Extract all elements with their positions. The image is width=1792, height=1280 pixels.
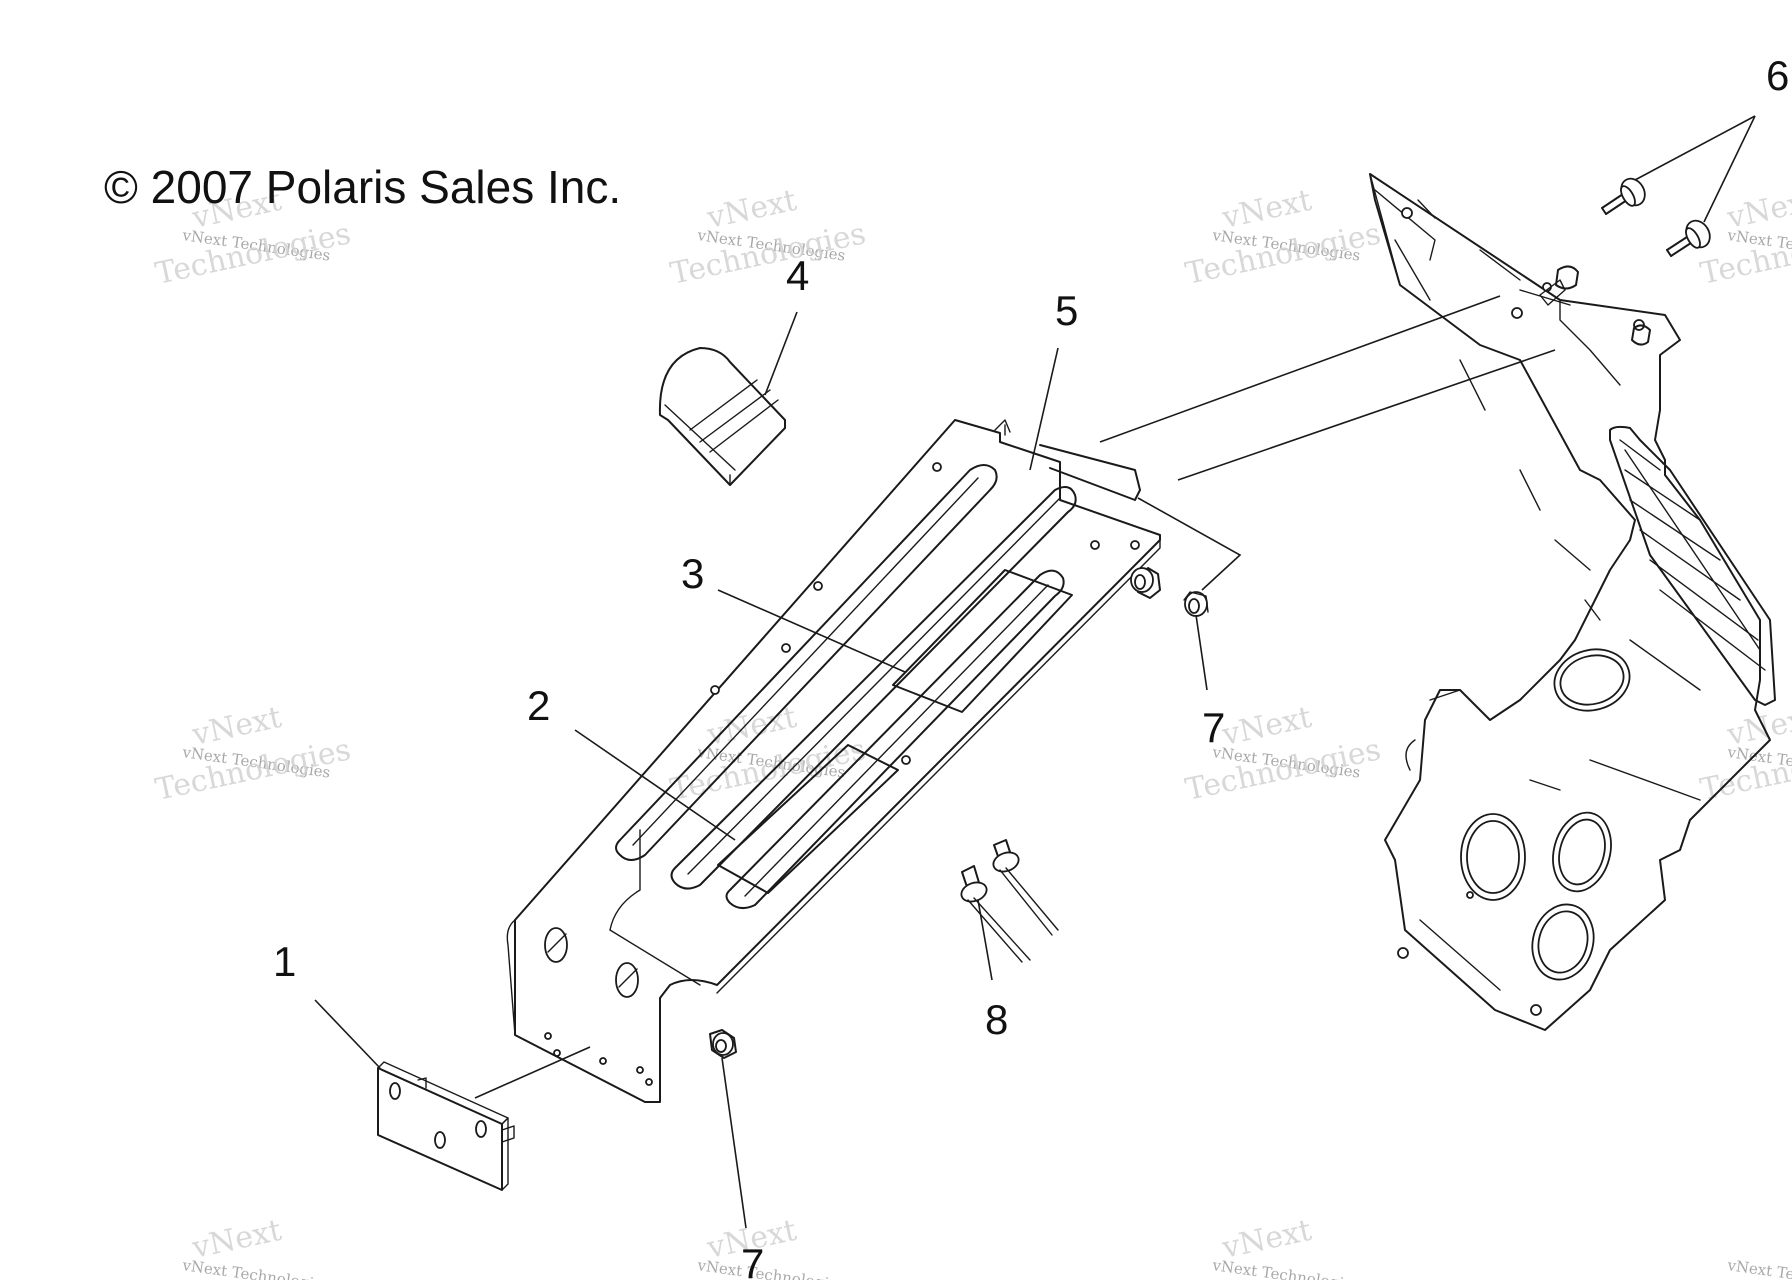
svg-text:vNext Technologies: vNext Technologies: [1210, 1256, 1361, 1280]
callout-4: 4: [786, 252, 809, 299]
part-7-nut[interactable]: [1130, 567, 1154, 593]
part-8-rivet[interactable]: [959, 865, 1031, 963]
leader-7-guide: [1137, 497, 1242, 591]
part-6-rear-panel[interactable]: [1369, 173, 1776, 1031]
watermark: vNext vNext Technologies Technologies: [1182, 183, 1383, 292]
part-7-nut[interactable]: [709, 1029, 737, 1059]
guide-line-1: [1099, 295, 1501, 443]
svg-text:vNext Technologies: vNext Technologies: [1725, 1256, 1792, 1280]
part-5-skid-plate[interactable]: [506, 419, 1161, 1103]
part-4-bracket[interactable]: [658, 347, 786, 486]
svg-text:Technologies: Technologies: [1182, 216, 1383, 292]
watermark: vNext vNext Technologies Technologies: [667, 183, 868, 292]
watermark: vNext vNext Technologies: [1210, 1213, 1361, 1280]
part-6-screw[interactable]: [1601, 174, 1650, 215]
watermark: vNext vNext Technologies: [695, 1213, 846, 1280]
leader-6b: [1703, 115, 1756, 223]
watermark: vNext vNext Technologies Technologies: [1697, 183, 1792, 292]
callout-8: 8: [985, 996, 1008, 1043]
leader-5: [1029, 347, 1059, 471]
leader-1: [314, 999, 381, 1069]
callout-6: 6: [1766, 52, 1789, 99]
callout-3: 3: [681, 550, 704, 597]
part-3-decal[interactable]: [892, 569, 1073, 713]
leader-8: [977, 899, 993, 981]
callout-5: 5: [1055, 287, 1078, 334]
svg-text:Technologies: Technologies: [152, 732, 353, 808]
watermark: vNext vNext Technologies Technologies: [152, 700, 353, 808]
watermarks: vNext vNext Technologies Technologies vN…: [152, 183, 1792, 1280]
part-6-screw[interactable]: [1666, 216, 1715, 257]
callout-1: 1: [273, 938, 296, 985]
part-8-rivet[interactable]: [991, 839, 1059, 936]
guide-line-2: [1177, 349, 1556, 481]
svg-text:Technologies: Technologies: [152, 216, 353, 292]
leader-7a: [1195, 614, 1208, 691]
svg-text:vNext Technologies: vNext Technologies: [695, 1256, 846, 1280]
svg-text:vNext Technologies: vNext Technologies: [180, 1256, 331, 1280]
part-1-plate[interactable]: [377, 1061, 515, 1191]
callout-2: 2: [527, 682, 550, 729]
watermark: vNext Technologies: [1725, 1256, 1792, 1280]
leader-1b: [474, 1046, 591, 1099]
leader-4: [764, 311, 798, 396]
part-7-nut[interactable]: [1135, 567, 1209, 617]
leader-2: [574, 729, 736, 841]
svg-text:Technologies: Technologies: [667, 216, 868, 292]
leader-7b: [721, 1057, 747, 1229]
part-2-decal[interactable]: [717, 744, 899, 894]
callout-7: 7: [1202, 704, 1225, 751]
copyright-text: © 2007 Polaris Sales Inc.: [104, 161, 621, 213]
leader-3: [717, 589, 906, 673]
watermark: vNext vNext Technologies Technologies: [1697, 700, 1792, 808]
leader-6a: [1634, 115, 1756, 181]
watermark: vNext vNext Technologies: [180, 1213, 331, 1280]
callout-7: 7: [741, 1240, 764, 1280]
